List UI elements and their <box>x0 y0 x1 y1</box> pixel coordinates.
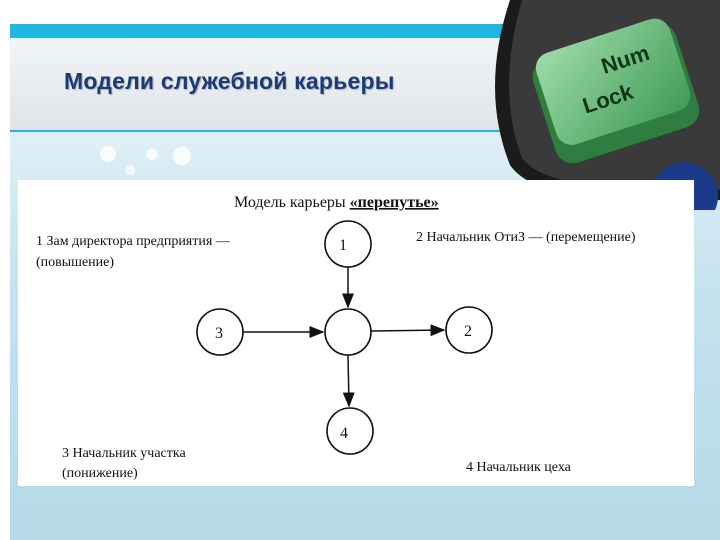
node-1 <box>324 220 372 268</box>
node-4 <box>326 407 374 455</box>
slide-title: Модели служебной карьеры <box>64 68 395 94</box>
node-4-label: 4 <box>340 425 348 442</box>
node-2 <box>445 306 493 354</box>
caption-3-note: (понижение) <box>62 466 138 481</box>
diagram-svg: Модель карьеры «перепутье» 1 Зам директо… <box>36 194 636 481</box>
title-bar <box>10 38 570 130</box>
caption-4: 4 Начальник цеха <box>466 460 572 475</box>
accent-strip <box>10 24 550 38</box>
node-center <box>324 308 372 356</box>
title-underline <box>10 130 570 132</box>
decorative-bubbles <box>100 146 191 175</box>
diagram-heading: Модель карьеры «перепутье» <box>234 194 439 211</box>
node-1-label: 1 <box>339 237 347 254</box>
career-crossroads-diagram: Модель карьеры «перепутье» 1 Зам директо… <box>18 180 694 486</box>
arrow-center-to-4 <box>342 354 355 408</box>
caption-2: 2 Начальник ОтиЗ — (перемещение) <box>416 230 636 245</box>
node-2-label: 2 <box>464 323 472 340</box>
arrow-center-to-2 <box>370 324 446 337</box>
caption-3: 3 Начальник участка <box>62 446 186 461</box>
caption-1: 1 Зам директора предприятия — <box>36 234 231 249</box>
numlock-key-image: Num Lock <box>495 0 720 210</box>
caption-1-note: (повышение) <box>36 255 114 270</box>
node-3-label: 3 <box>215 325 223 342</box>
